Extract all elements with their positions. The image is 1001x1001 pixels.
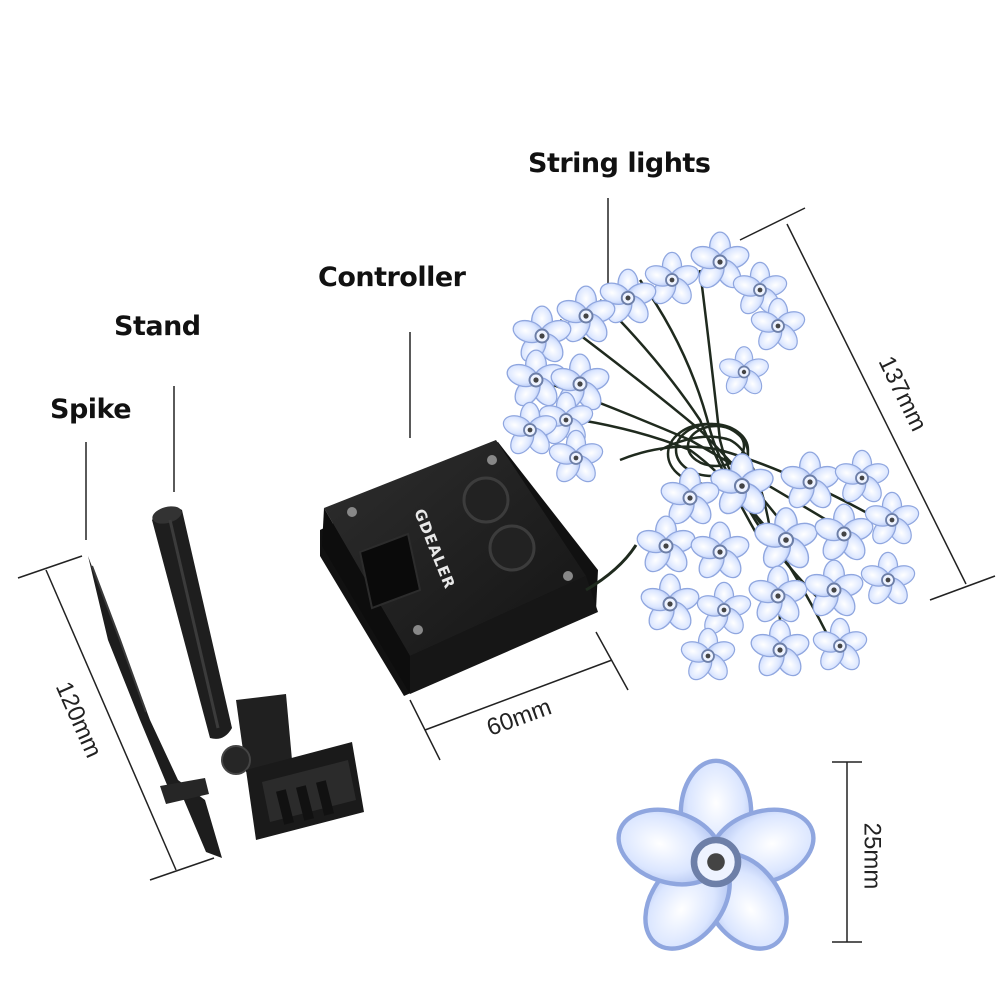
label-controller: Controller [318,262,466,293]
stand-part [152,506,364,840]
flower-closeup [609,761,823,965]
label-spike: Spike [50,394,132,425]
controller-part [320,440,638,696]
dimension-flower-size: 25mm [858,822,886,890]
label-stand: Stand [114,311,201,342]
spike-part [88,556,222,858]
dimension-lines [17,207,996,943]
label-string-lights: String lights [528,148,711,179]
